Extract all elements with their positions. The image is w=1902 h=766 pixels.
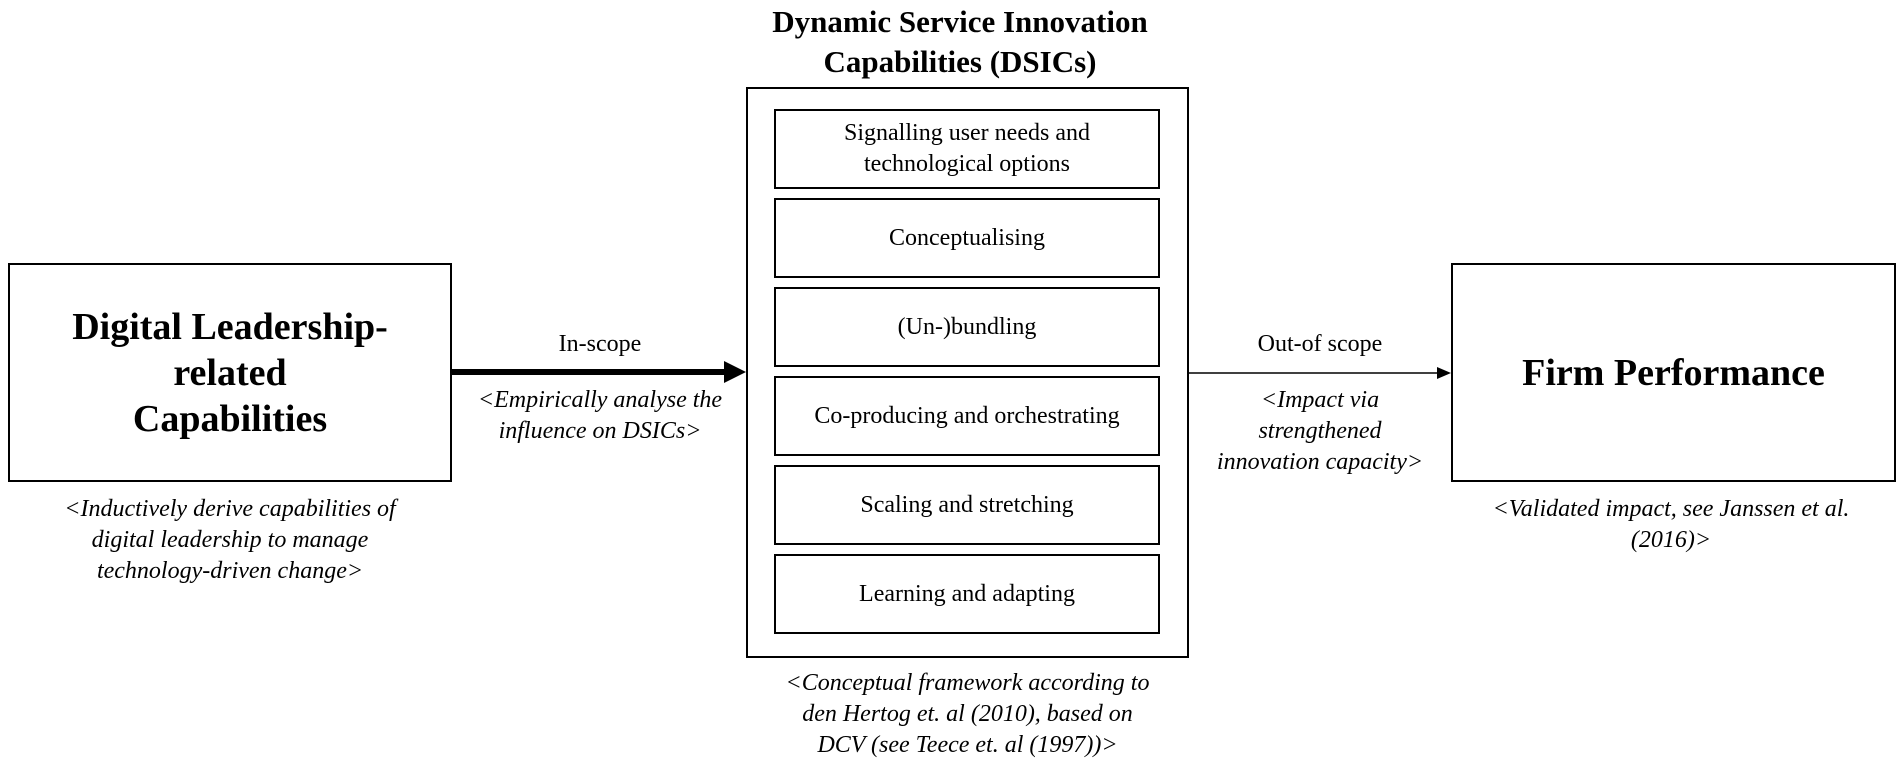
capability-learning: Learning and adapting <box>774 554 1160 634</box>
firm-performance-note: <Validated impact, see Janssen et al. (2… <box>1492 496 1850 553</box>
in-scope-label: In-scope <box>558 331 642 357</box>
dsic-container <box>746 87 1189 658</box>
digital-leadership-note: <Inductively derive capabilities of digi… <box>64 496 396 584</box>
out-of-scope-label: Out-of scope <box>1257 331 1383 357</box>
capability-signalling: Signalling user needs and technological … <box>774 109 1160 189</box>
capability-scaling: Scaling and stretching <box>774 465 1160 545</box>
firm-performance-box: Firm Performance <box>1451 263 1896 482</box>
capability-co-producing: Co-producing and orchestrating <box>774 376 1160 456</box>
capability-conceptualising: Conceptualising <box>774 198 1160 278</box>
out-of-scope-note: <Impact via strengthened innovation capa… <box>1216 387 1424 475</box>
in-scope-note: <Empirically analyse the influence on DS… <box>477 387 723 444</box>
in-scope-arrow <box>452 361 746 383</box>
firm-performance-title: Firm Performance <box>1522 351 1825 394</box>
dsic-title: Dynamic Service Innovation Capabilities … <box>772 4 1148 79</box>
dsic-note: <Conceptual framework according to den H… <box>785 670 1150 758</box>
digital-leadership-box: Digital Leadership- related Capabilities <box>8 263 452 482</box>
digital-leadership-title: Digital Leadership- related Capabilities <box>72 305 388 440</box>
out-of-scope-arrow <box>1189 367 1451 379</box>
capability-unbundling: (Un-)bundling <box>774 287 1160 367</box>
